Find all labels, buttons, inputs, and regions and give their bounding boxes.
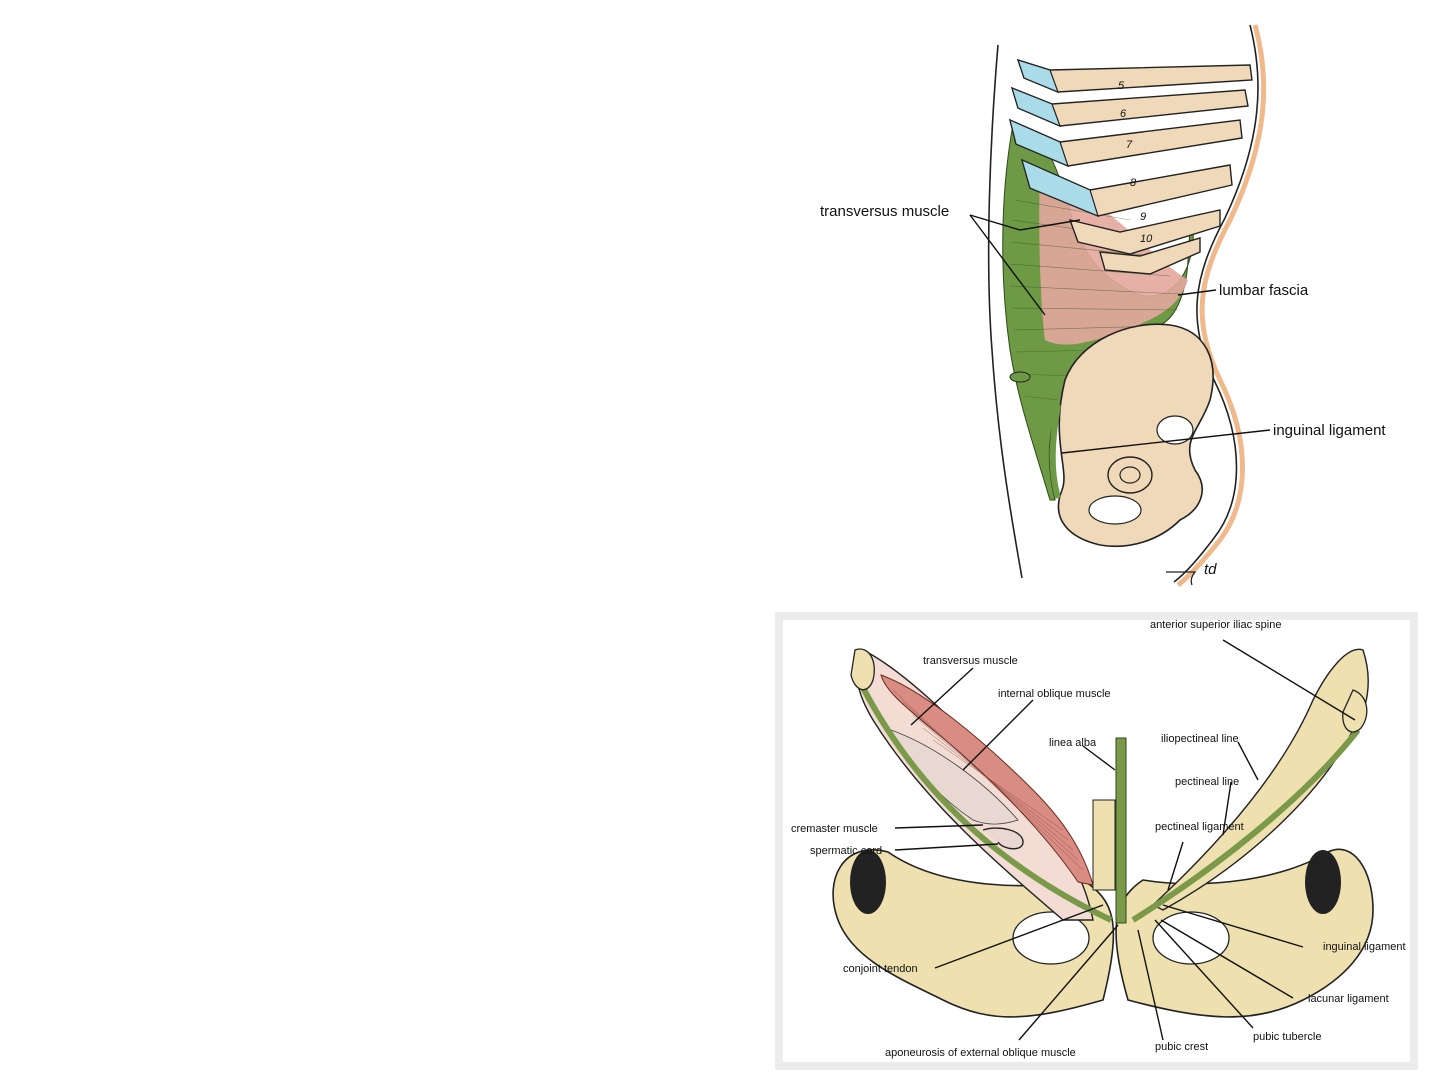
leader-transversus-a: [969, 214, 1081, 231]
label-anterior-superior-iliac-spine: anterior superior iliac spine: [1150, 619, 1281, 631]
rib-number-5: 5: [1118, 80, 1125, 92]
rib-number-9: 9: [1140, 211, 1146, 223]
rib-number-8: 8: [1130, 177, 1137, 189]
label-cremaster-muscle: cremaster muscle: [791, 823, 878, 835]
label-spermatic-cord: spermatic cord: [810, 845, 882, 857]
left-inguinal-ligament: [852, 670, 1113, 923]
inguinal-region-figure: anterior superior iliac spine transversu…: [775, 612, 1418, 1070]
lateral-abdominal-wall-figure: 5 6 7 8 9 10 transversus muscle lumbar f…: [800, 20, 1440, 588]
label-lumbar-fascia: lumbar fascia: [1219, 282, 1309, 299]
spermatic-cord-shape: [982, 827, 1024, 850]
inguinal-region-panel: anterior superior iliac spine transversu…: [783, 619, 1410, 1062]
obturator-foramen: [1088, 495, 1142, 525]
label-aponeurosis-external-oblique: aponeurosis of external oblique muscle: [885, 1047, 1076, 1059]
label-inguinal-ligament: inguinal ligament: [1323, 941, 1406, 953]
linea-alba-shape: [1115, 737, 1127, 924]
leader-lines: [894, 639, 1356, 1041]
label-inguinal-ligament: inguinal ligament: [1273, 422, 1386, 439]
inguinal-ligament-band: [1049, 404, 1061, 499]
right-inguinal-ligament: [1131, 728, 1361, 923]
left-iliac-shadow: [850, 850, 886, 914]
label-conjoint-tendon: conjoint tendon: [843, 963, 918, 975]
label-pectineal-line: pectineal line: [1175, 776, 1239, 788]
label-pectineal-ligament: pectineal ligament: [1155, 821, 1244, 833]
acetabulum: [1107, 456, 1153, 494]
body-front-skin: [1176, 24, 1267, 588]
label-internal-oblique-muscle: internal oblique muscle: [998, 688, 1111, 700]
rib-number-10: 10: [1140, 233, 1153, 245]
rib-numbers: 5 6 7 8 9 10: [1118, 80, 1153, 245]
leader-inguinal-ligament: [1061, 429, 1271, 454]
inguinal-region-drawing: anterior superior iliac spine transversu…: [791, 619, 1406, 1059]
body-back-outline: [987, 44, 1023, 579]
pelvic-foramen: [1156, 415, 1194, 445]
label-lacunar-ligament: lacunar ligament: [1308, 993, 1389, 1005]
right-iliac-shadow: [1305, 850, 1341, 914]
label-iliopectineal-line: iliopectineal line: [1161, 733, 1239, 745]
umbilicus: [1009, 371, 1031, 383]
rib-number-6: 6: [1120, 108, 1127, 120]
label-pubic-crest: pubic crest: [1155, 1041, 1208, 1053]
pelvis-bone: [1057, 323, 1214, 548]
label-pectineal-ligament-text: pectineal ligament: [1155, 821, 1244, 833]
left-obturator-foramen: [1012, 911, 1090, 965]
artist-signature: td: [1204, 561, 1217, 578]
leader-transversus-b: [969, 214, 1046, 316]
label-transversus-muscle: transversus muscle: [820, 203, 949, 220]
label-transversus-muscle: transversus muscle: [923, 655, 1018, 667]
rib-cage: [1008, 58, 1253, 275]
rectus-sheath-shape: [1092, 799, 1116, 891]
rib-number-7: 7: [1126, 139, 1133, 151]
leader-lumbar-fascia: [1177, 289, 1217, 296]
label-linea-alba: linea alba: [1049, 737, 1097, 749]
label-pubic-tubercle: pubic tubercle: [1253, 1031, 1322, 1043]
lateral-abdominal-wall-drawing: 5 6 7 8 9 10 transversus muscle lumbar f…: [820, 24, 1386, 588]
muscle-fibers: [892, 689, 1084, 871]
